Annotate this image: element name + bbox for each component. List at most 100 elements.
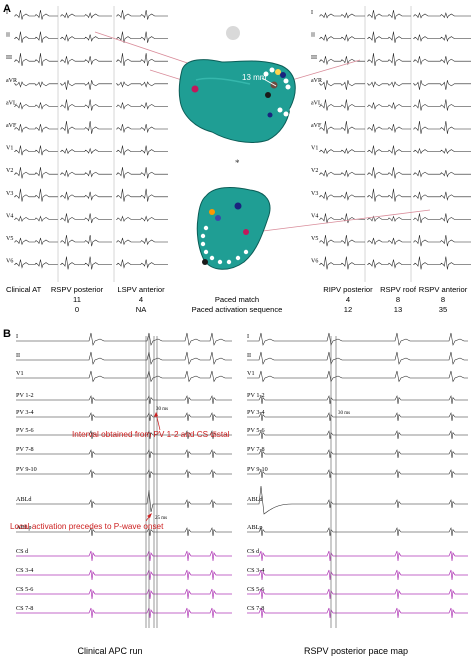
lead-label: aVL bbox=[6, 100, 17, 106]
intracardiac-trace bbox=[247, 430, 468, 440]
ecg-trace bbox=[116, 188, 168, 202]
map-highlight bbox=[195, 77, 251, 85]
ecg-trace bbox=[319, 147, 365, 155]
ecg-trace bbox=[14, 188, 58, 202]
channel-label: CS 3-4 bbox=[247, 567, 264, 574]
ecg-trace bbox=[14, 9, 58, 20]
lower-atrial-map bbox=[196, 187, 271, 270]
intracardiac-trace bbox=[247, 485, 468, 515]
ecg-trace bbox=[413, 234, 471, 247]
intracardiac-trace bbox=[16, 489, 232, 513]
channel-label: PV 1-2 bbox=[16, 392, 34, 399]
ecg-trace bbox=[60, 56, 112, 66]
intracardiac-trace bbox=[247, 469, 468, 479]
map-point-pink bbox=[243, 229, 249, 235]
map-point bbox=[200, 233, 206, 239]
ecg-trace bbox=[60, 80, 112, 90]
measure-pv-label: 30 ms bbox=[156, 407, 168, 412]
ripv-posterior-sequence: 12 bbox=[344, 305, 352, 314]
ecg-trace bbox=[319, 170, 365, 178]
connector-right-pv bbox=[284, 59, 361, 83]
annotation-local-activation: Local activation precedes to P-wave onse… bbox=[10, 522, 164, 531]
map-point bbox=[217, 259, 223, 265]
panel-b-label: B bbox=[3, 328, 11, 340]
ecg-trace bbox=[14, 102, 58, 110]
channel-label: CS 5-6 bbox=[247, 586, 264, 593]
ecg-trace bbox=[413, 213, 471, 224]
lead-label: II bbox=[6, 33, 10, 39]
intracardiac-trace bbox=[247, 527, 468, 537]
map-point bbox=[289, 107, 295, 113]
ecg-trace bbox=[14, 31, 58, 43]
ecg-trace bbox=[319, 34, 365, 42]
ecg-trace bbox=[413, 80, 471, 90]
lead-label: V4 bbox=[6, 213, 13, 219]
channel-label: CS 3-4 bbox=[16, 567, 33, 574]
map-point bbox=[203, 249, 209, 255]
upper-atrial-map: 13 mm * bbox=[178, 26, 296, 168]
ecg-trace bbox=[367, 31, 411, 43]
caption-clinical-apc-run: Clinical APC run bbox=[77, 646, 142, 656]
connector-lower-map bbox=[254, 209, 431, 233]
map-point bbox=[203, 225, 209, 231]
lead-label: V3 bbox=[311, 191, 318, 197]
channel-label: ABLp bbox=[247, 524, 262, 531]
lead-label: V5 bbox=[311, 236, 318, 242]
channel-label: ABLd bbox=[16, 496, 32, 503]
ecg-trace bbox=[319, 80, 365, 90]
ecg-trace bbox=[319, 213, 365, 224]
ecg-trace bbox=[319, 12, 365, 19]
ecg-trace bbox=[367, 53, 411, 67]
ecg-trace bbox=[116, 145, 168, 156]
rspv-anterior-sequence: 35 bbox=[439, 305, 447, 314]
map-point bbox=[235, 255, 241, 261]
map-center-marker: * bbox=[235, 158, 240, 168]
panel-a-label: A bbox=[3, 3, 11, 15]
channel-label: II bbox=[247, 352, 251, 359]
channel-label: PV 5-6 bbox=[247, 427, 265, 434]
lead-label: V6 bbox=[311, 259, 318, 265]
lead-label: V2 bbox=[6, 168, 13, 174]
intracardiac-trace bbox=[16, 569, 232, 581]
intracardiac-trace bbox=[16, 351, 232, 365]
lead-label: aVR bbox=[311, 78, 322, 84]
ecg-trace bbox=[116, 31, 168, 43]
ecg-trace bbox=[413, 12, 471, 19]
annotation-local-arrowhead bbox=[147, 513, 152, 518]
intracardiac-trace bbox=[247, 412, 468, 422]
map-point bbox=[283, 78, 289, 84]
caption-paced-match: Paced match bbox=[215, 295, 259, 304]
ecg-trace bbox=[319, 256, 365, 270]
channel-label: PV 7-8 bbox=[247, 446, 265, 453]
lead-label: I bbox=[6, 10, 8, 16]
lead-label: aVF bbox=[6, 123, 17, 129]
lead-label: V1 bbox=[311, 146, 318, 152]
column-label-rspv-posterior: RSPV posterior bbox=[51, 285, 104, 294]
lead-label: III bbox=[6, 55, 12, 61]
rspv-roof-match: 8 bbox=[396, 295, 400, 304]
map-distance-label: 13 mm bbox=[242, 73, 267, 82]
intracardiac-trace bbox=[16, 527, 232, 537]
channel-label: PV 1-2 bbox=[247, 392, 265, 399]
column-label-lspv-anterior: LSPV anterior bbox=[117, 285, 165, 294]
channel-label: CS d bbox=[16, 548, 29, 555]
ecg-trace bbox=[116, 81, 168, 88]
intracardiac-trace bbox=[247, 588, 468, 600]
ecg-trace bbox=[116, 102, 168, 110]
intracardiac-trace bbox=[247, 351, 468, 365]
map-marker-gray bbox=[226, 26, 240, 40]
panel-b-calipers: 30 ms 25 ms 30 ms bbox=[145, 336, 350, 628]
ecg-trace bbox=[14, 215, 58, 222]
annotation-interval-arrowhead bbox=[154, 412, 158, 417]
lead-label: I bbox=[311, 10, 313, 16]
lead-label: V2 bbox=[311, 168, 318, 174]
ecg-trace bbox=[60, 147, 112, 155]
intracardiac-trace bbox=[16, 449, 232, 459]
rspv-roof-sequence: 13 bbox=[394, 305, 402, 314]
intracardiac-trace bbox=[247, 370, 468, 383]
intracardiac-trace bbox=[247, 550, 468, 562]
ecg-trace bbox=[60, 120, 112, 134]
